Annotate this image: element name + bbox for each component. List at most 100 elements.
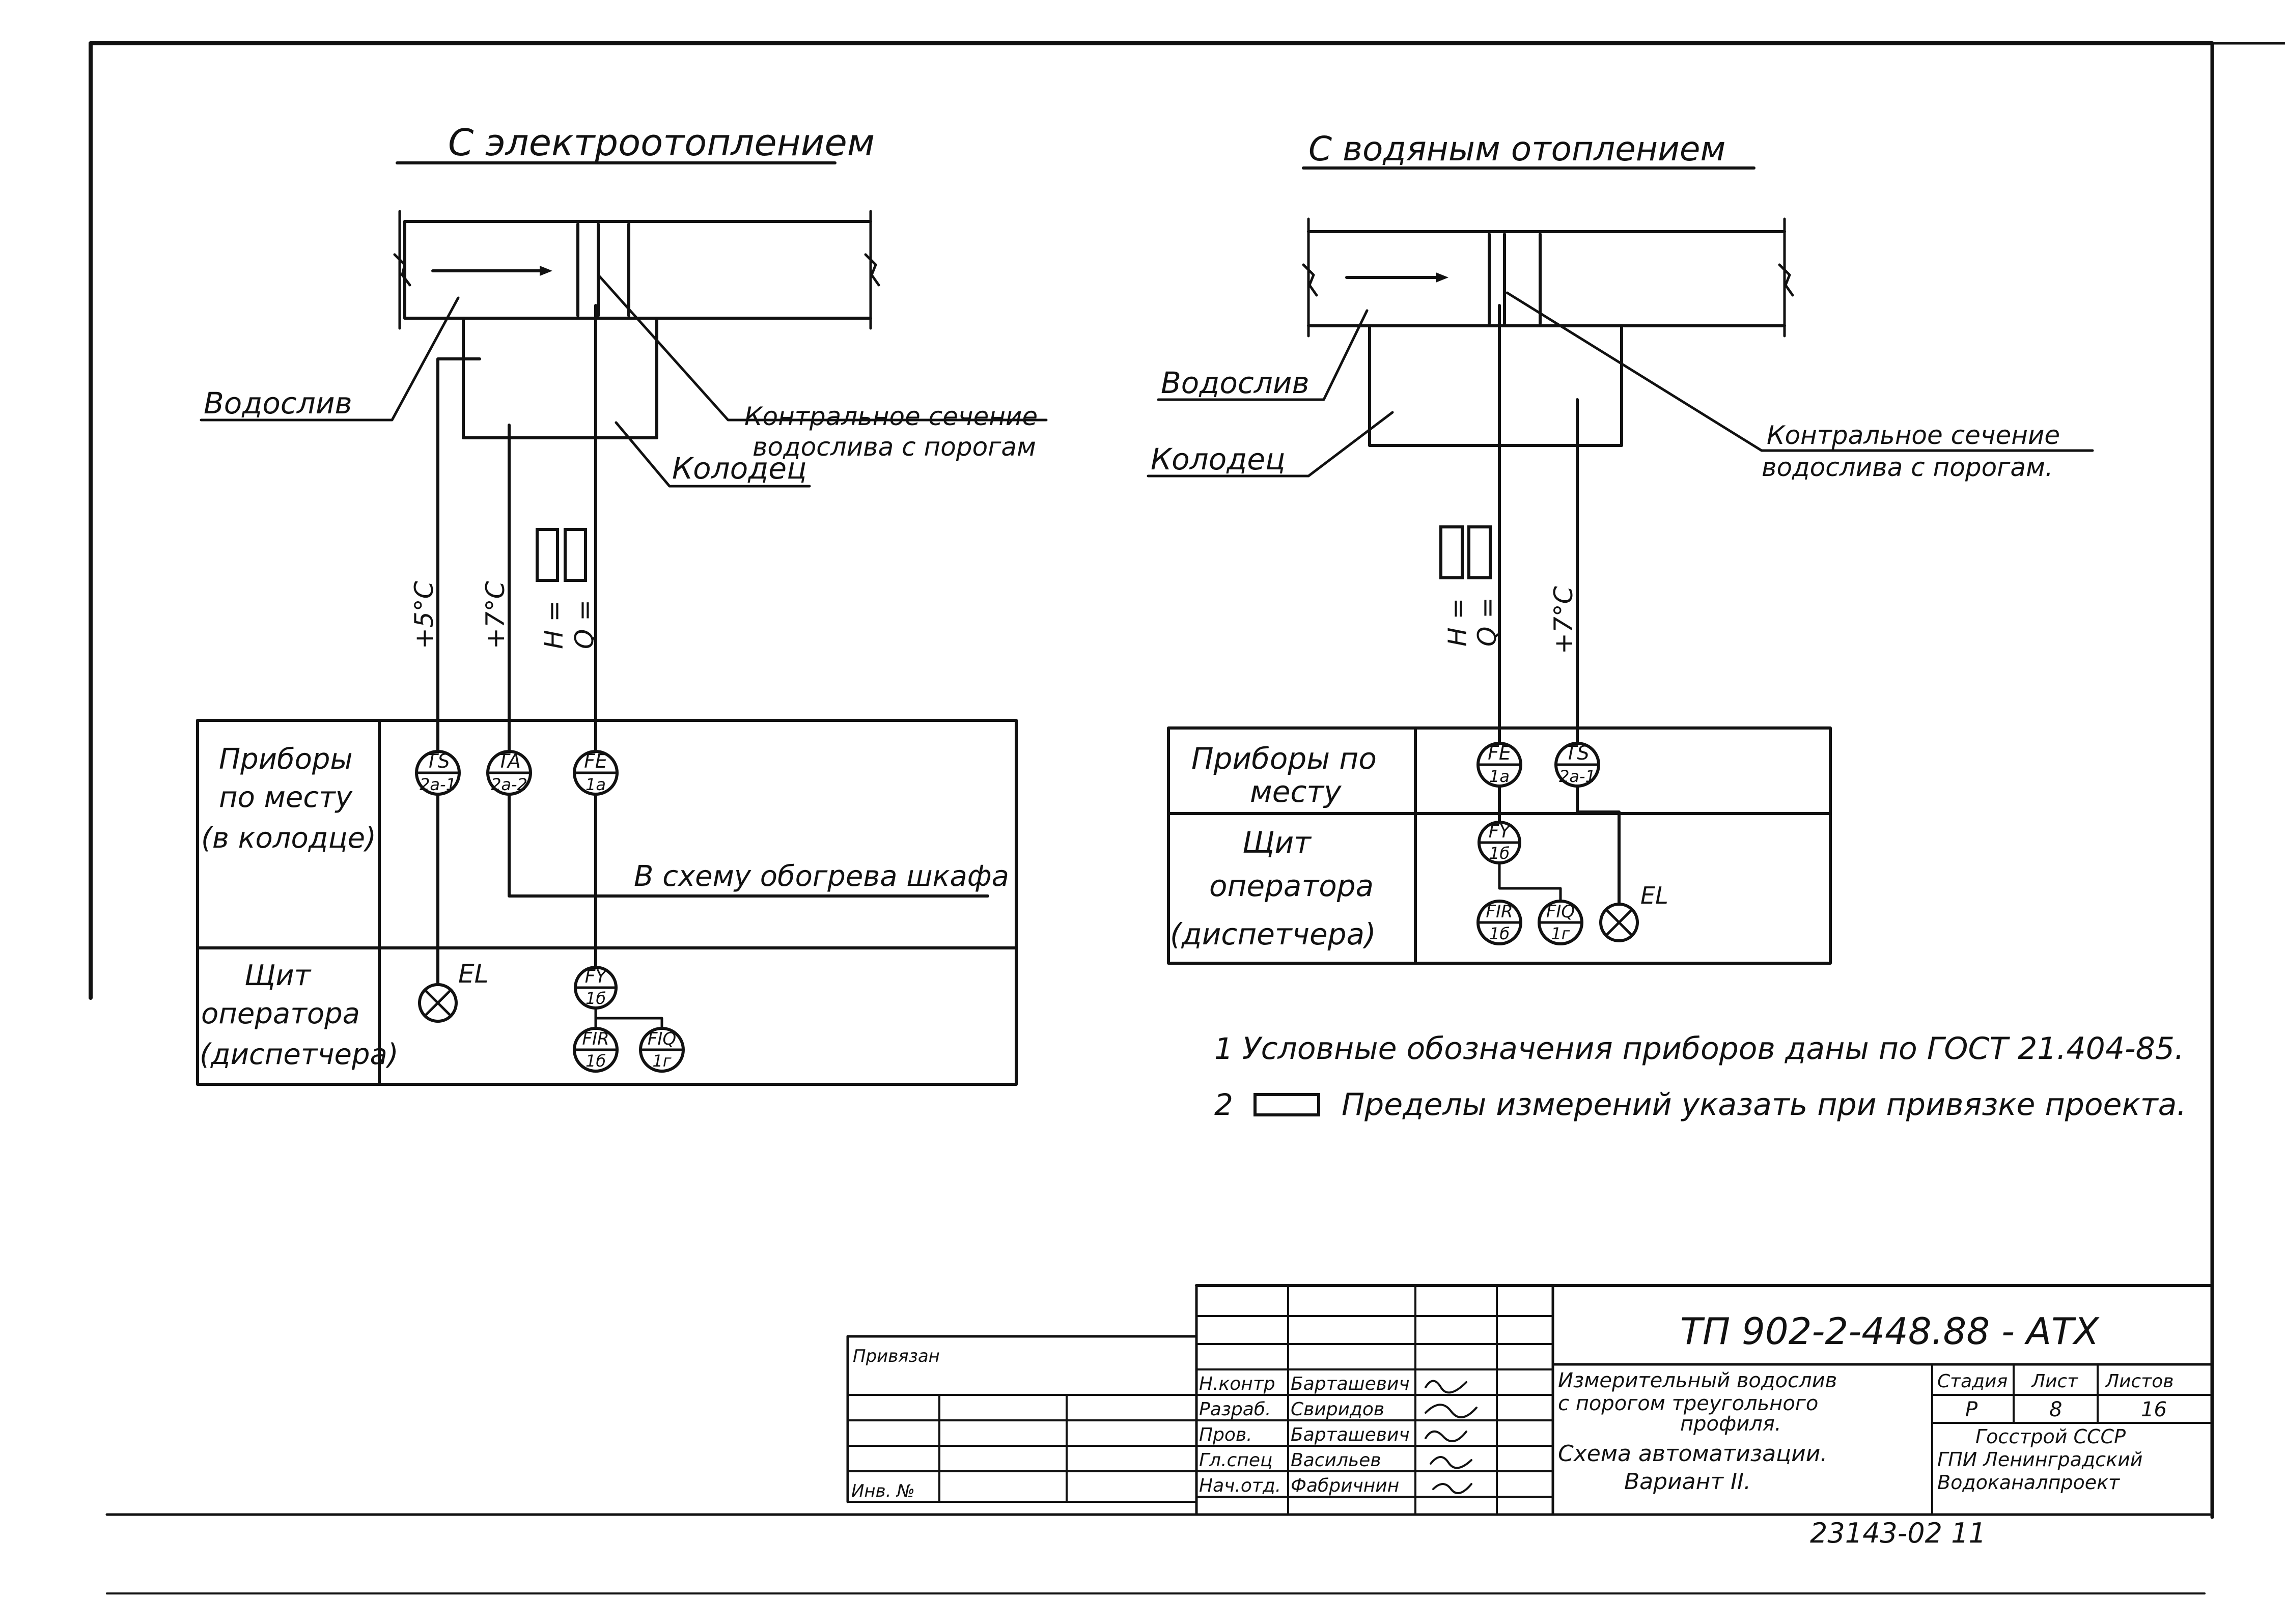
note-2-number: 2	[1214, 1087, 1233, 1122]
svg-text:1г: 1г	[1551, 924, 1570, 943]
left-label-kolodec: Колодец	[672, 451, 806, 486]
right-fy-branch	[1498, 861, 1562, 903]
right-label-h: H =	[1443, 598, 1472, 647]
left-row2-line3: (диспетчера)	[200, 1038, 399, 1071]
svg-text:1б: 1б	[1489, 924, 1510, 943]
title-block: Привязан Инв. № Н.контр Разраб. Пров. Гл…	[846, 1284, 2214, 1549]
right-instrument-fy: FY 1б	[1478, 821, 1521, 864]
right-title: С водяным отоплением	[1308, 129, 1725, 169]
left-leader-vodosliv	[200, 296, 460, 422]
tb-name-0: Барташевич	[1291, 1374, 1410, 1394]
tb-org-2: Водоканалпроект	[1937, 1471, 2121, 1494]
tb-desc-4: Вариант II.	[1624, 1469, 1751, 1495]
right-el-label: EL	[1640, 882, 1668, 909]
left-lamp-icon	[418, 983, 458, 1023]
tb-org-1: ГПИ Ленинградский	[1937, 1448, 2142, 1471]
svg-text:FY: FY	[585, 966, 608, 987]
left-well	[462, 317, 658, 439]
right-row2-line1: Щит	[1242, 825, 1312, 860]
left-table	[196, 719, 1018, 1086]
note-1: Условные обозначения приборов даны по ГО…	[1242, 1031, 2184, 1067]
tb-desc-2: профиля.	[1680, 1412, 1781, 1436]
right-limit-box-h	[1439, 525, 1464, 579]
note-2-box-symbol	[1253, 1093, 1320, 1116]
left-row1-line1: Приборы	[219, 743, 353, 776]
tb-desc-1: с порогом треугольного	[1558, 1392, 1818, 1415]
tb-sheets: 16	[2141, 1398, 2167, 1421]
tb-archive-no: 23143-02 11	[1810, 1517, 1986, 1549]
left-row1-line2: по месту	[219, 781, 353, 814]
svg-text:1б: 1б	[586, 1051, 606, 1071]
tb-name-4: Фабричнин	[1291, 1475, 1399, 1496]
tb-inv: Инв. №	[851, 1481, 915, 1501]
left-label-control-2: водослива с порогам	[753, 432, 1036, 462]
left-line-ts	[436, 357, 481, 752]
left-diagram: С электроотоплением Водослив	[196, 121, 1048, 1086]
tb-role-1: Разраб.	[1199, 1399, 1271, 1420]
left-instrument-fir: FIR 1б	[573, 1027, 619, 1073]
tb-stage-header: Стадия	[1937, 1371, 2008, 1392]
right-row2-line2: оператора	[1209, 869, 1374, 903]
sheet-frame	[89, 41, 2285, 1594]
right-label-control-1: Контральное сечение	[1767, 421, 2060, 450]
right-instrument-fiq: FIQ 1г	[1538, 900, 1583, 945]
left-leader-kolodec	[615, 421, 811, 488]
tb-stage: Р	[1965, 1398, 1978, 1421]
right-lamp-icon	[1599, 903, 1639, 942]
right-table	[1167, 726, 1832, 965]
tb-sheet: 8	[2049, 1398, 2062, 1421]
tb-sheets-header: Листов	[2104, 1371, 2173, 1392]
right-label-kolodec: Колодец	[1151, 442, 1285, 477]
svg-text:1а: 1а	[1489, 767, 1510, 786]
note-2: Пределы измерений указать при привязке п…	[1342, 1087, 2187, 1123]
tb-signatures	[1425, 1380, 1478, 1494]
tb-privyazan: Привязан	[853, 1346, 940, 1366]
right-label-q: Q =	[1472, 597, 1502, 647]
svg-text:2а-2: 2а-2	[491, 775, 527, 794]
left-el-label: EL	[458, 959, 488, 989]
right-well	[1368, 324, 1623, 447]
left-instrument-fiq: FIQ 1г	[639, 1027, 685, 1073]
left-fy-branch	[594, 1006, 663, 1030]
left-label-control-1: Контральное сечение	[744, 402, 1038, 431]
svg-text:FY: FY	[1489, 821, 1512, 842]
svg-text:1б: 1б	[1489, 844, 1510, 863]
left-row1-line3: (в колодце)	[201, 822, 376, 855]
svg-text:FE: FE	[584, 750, 607, 772]
right-row1-line2: месту	[1250, 774, 1342, 809]
left-instrument-ta: TA 2а-2	[486, 750, 532, 796]
right-line-ts-lower	[1576, 785, 1621, 905]
svg-text:TS: TS	[426, 750, 450, 772]
left-title: С электроотоплением	[448, 121, 875, 164]
left-leader-control	[597, 273, 1048, 422]
tb-name-1: Свиридов	[1291, 1399, 1384, 1420]
svg-text:FIR: FIR	[582, 1029, 609, 1049]
svg-text:TS: TS	[1565, 742, 1589, 764]
left-instrument-fe: FE 1а	[573, 750, 619, 796]
left-heating-note: В схему обогрева шкафа	[634, 860, 1009, 893]
right-row1-line1: Приборы по	[1191, 741, 1377, 776]
tb-desc-3: Схема автоматизации.	[1558, 1441, 1827, 1467]
left-line-heating	[508, 793, 989, 898]
notes: 1 Условные обозначения приборов даны по …	[1214, 1031, 2187, 1123]
left-label-q: Q =	[570, 600, 599, 649]
svg-text:1г: 1г	[652, 1051, 671, 1071]
left-instrument-fy: FY 1б	[574, 966, 618, 1010]
tb-name-3: Васильев	[1291, 1450, 1381, 1471]
right-leader-control	[1506, 291, 2094, 452]
left-instrument-ts: TS 2а-1	[415, 750, 461, 796]
left-limit-box-q	[564, 528, 587, 582]
tb-role-4: Нач.отд.	[1199, 1475, 1281, 1496]
left-label-vodosliv: Водослив	[204, 386, 352, 421]
right-limit-box-q	[1467, 525, 1492, 579]
tb-sheet-header: Лист	[2030, 1371, 2078, 1392]
svg-text:TA: TA	[497, 750, 521, 772]
svg-text:1а: 1а	[586, 775, 606, 794]
tb-desc-0: Измерительный водослив	[1558, 1369, 1837, 1392]
left-label-h: H =	[539, 601, 569, 649]
right-label-vodosliv: Водослив	[1161, 366, 1309, 400]
tb-role-3: Гл.спец	[1199, 1450, 1273, 1471]
right-leader-kolodec	[1147, 411, 1394, 478]
left-label-t1: +5°С	[409, 581, 439, 649]
